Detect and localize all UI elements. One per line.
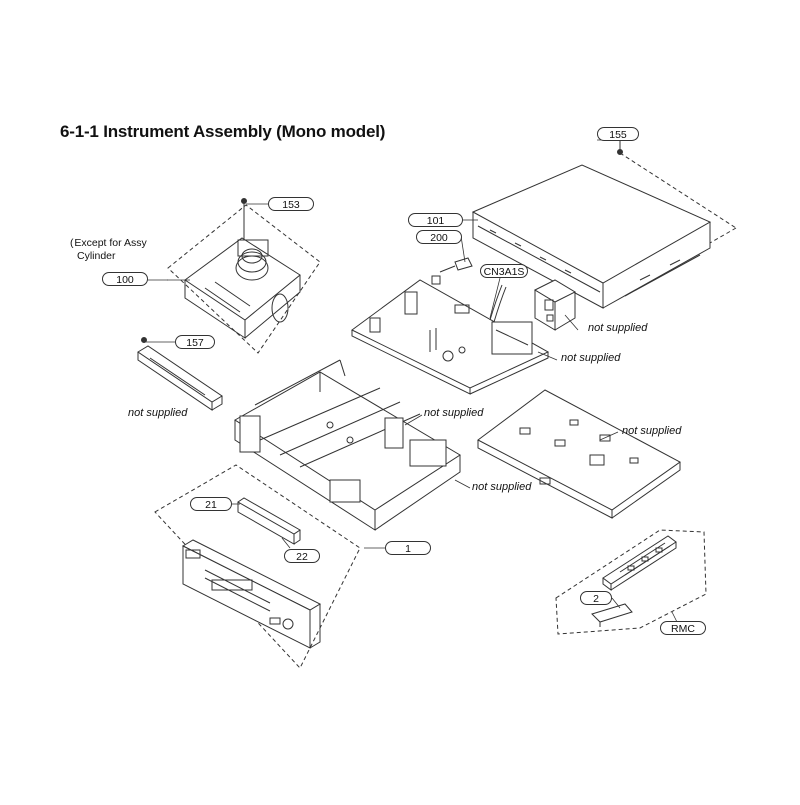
front-panel-part — [181, 539, 322, 649]
callout-21: 21 — [190, 497, 232, 511]
connector-200-part — [431, 257, 473, 285]
battery-cover-part — [591, 603, 633, 627]
callout-2: 2 — [580, 591, 612, 605]
except-note-line1: ( Except for Assy — [70, 237, 147, 249]
callout-100: 100 — [102, 272, 148, 286]
cover-screw-leaders — [619, 152, 737, 244]
remote-control-part — [602, 535, 677, 591]
except-note-text1: Except for Assy — [74, 237, 147, 249]
not-supplied-frame: not supplied — [472, 481, 532, 493]
deck-mechanism-part — [184, 198, 301, 339]
main-pcb-part — [351, 279, 550, 395]
not-supplied-pcb: not supplied — [561, 352, 621, 364]
except-note-line2: Cylinder — [77, 250, 116, 262]
not-supplied-chassis: not supplied — [424, 407, 484, 419]
callout-rmc: RMC — [660, 621, 706, 635]
callout-22: 22 — [284, 549, 320, 563]
deck-mechanism-dashed-box — [167, 204, 321, 354]
page-title: 6-1-1 Instrument Assembly (Mono model) — [60, 122, 386, 141]
rear-jack-block-part — [533, 279, 577, 331]
door-part-21 — [237, 497, 301, 545]
bottom-plate-part — [477, 389, 681, 519]
callout-cn3a1s: CN3A1S — [480, 264, 528, 278]
except-note-text2: Cylinder — [77, 250, 116, 262]
callout-1: 1 — [385, 541, 431, 555]
not-supplied-bottom-plate: not supplied — [622, 425, 682, 437]
leader-lines — [146, 139, 681, 629]
bracket-part — [137, 337, 223, 411]
callout-157: 157 — [175, 335, 215, 349]
callout-153: 153 — [268, 197, 314, 211]
main-chassis-part — [234, 359, 461, 531]
callout-200: 200 — [416, 230, 462, 244]
callout-101: 101 — [408, 213, 463, 227]
not-supplied-bracket: not supplied — [128, 407, 188, 419]
remote-dashed-box — [555, 529, 707, 635]
not-supplied-jack: not supplied — [588, 322, 648, 334]
top-cover-part — [471, 164, 712, 309]
callout-155: 155 — [597, 127, 639, 141]
